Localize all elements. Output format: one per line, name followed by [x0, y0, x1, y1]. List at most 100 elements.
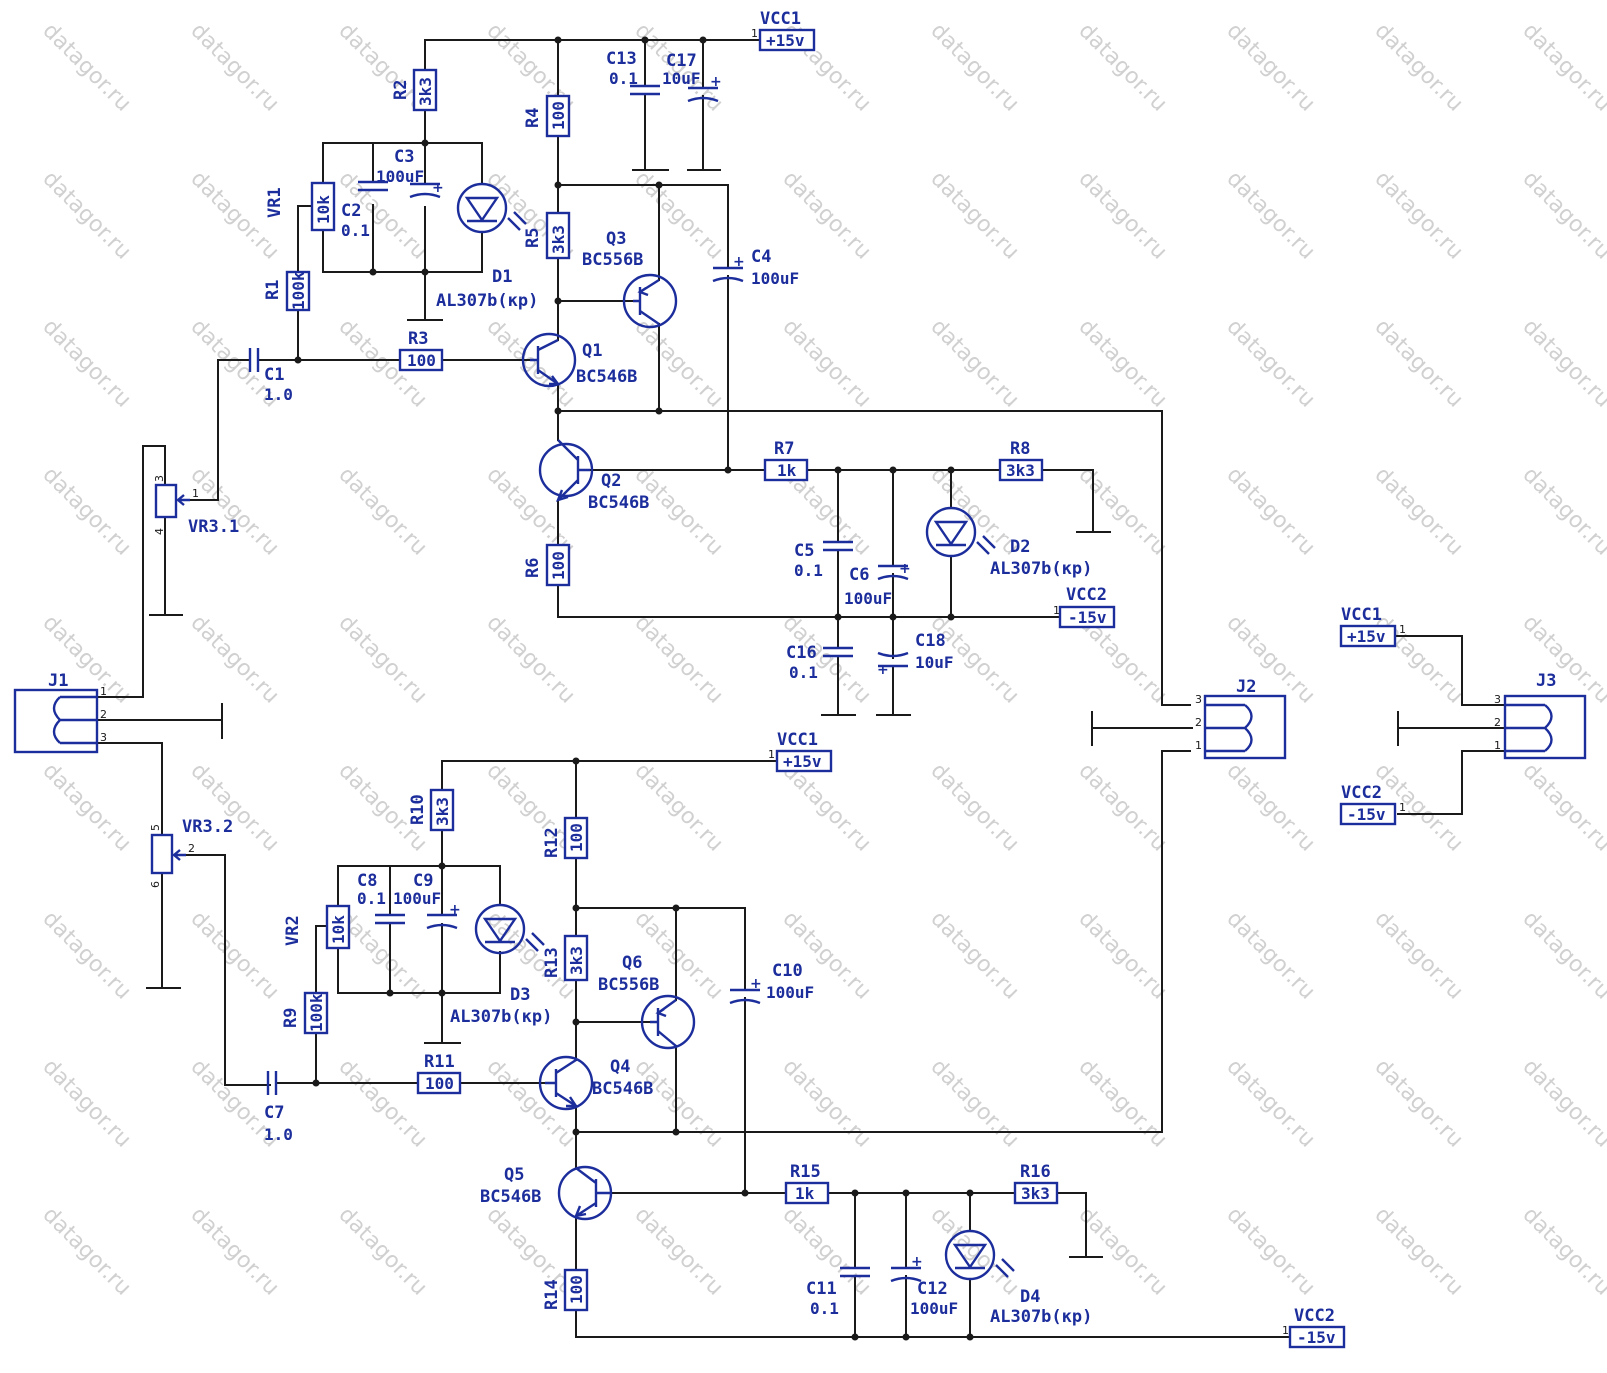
value-vcc2-bottom: -15v [1297, 1328, 1336, 1347]
value-r8: 3k3 [1006, 461, 1035, 480]
led-d4-symbol [944, 1229, 1015, 1281]
cap-c1-symbol [248, 348, 260, 372]
junction-dot [672, 904, 680, 912]
label-c3: C3 [394, 147, 414, 167]
resistor-r4-body [545, 94, 571, 138]
label-c1: C1 [264, 365, 284, 385]
watermark-text: datagor.ru [1517, 906, 1607, 1004]
watermark-text: datagor.ru [1517, 166, 1607, 264]
watermark-text: datagor.ru [1369, 1202, 1467, 1300]
value-vcc1-lower: +15v [783, 752, 822, 771]
label-c10: C10 [772, 961, 803, 981]
pin-vr3-2-2: 2 [188, 842, 195, 855]
watermark-text: datagor.ru [1073, 314, 1171, 412]
label-r13: R13 [542, 947, 562, 978]
resistor-r11-body [416, 1071, 462, 1095]
label-j3: J3 [1536, 671, 1556, 691]
watermark-text: datagor.ru [37, 1054, 135, 1152]
label-c4: C4 [751, 247, 771, 267]
watermark-text: datagor.ru [481, 314, 579, 412]
transistor-q2-symbol [538, 439, 594, 502]
pin-vcc1-lower: 1 [768, 748, 775, 761]
value-r12: 100 [567, 823, 586, 852]
pin-vcc1-j3: 1 [1399, 623, 1406, 636]
connector-j2-body [1203, 694, 1287, 760]
junction-dot [554, 181, 562, 189]
watermark-text: datagor.ru [481, 1054, 579, 1152]
value-r13: 3k3 [567, 946, 586, 975]
label-r10: R10 [408, 794, 428, 825]
label-r16: R16 [1020, 1162, 1051, 1182]
junction-dot [851, 1333, 859, 1341]
watermark-text: datagor.ru [629, 758, 727, 856]
junction-dot [312, 1079, 320, 1087]
transistor-q3-symbol [622, 273, 678, 329]
watermark-text: datagor.ru [1221, 1202, 1319, 1300]
label-c6: C6 [849, 565, 869, 585]
part-q3: BC556B [582, 250, 643, 270]
label-c16: C16 [786, 643, 817, 663]
cap-c6-symbol [877, 564, 909, 581]
cap-c18-symbol [877, 651, 909, 668]
cap-c3-symbol [409, 182, 441, 199]
label-q6: Q6 [622, 953, 642, 973]
value-c3: 100uF [376, 167, 424, 186]
led-d3-symbol [474, 903, 545, 955]
watermark-text: datagor.ru [185, 610, 283, 708]
label-c9: C9 [413, 871, 433, 891]
watermark-text: datagor.ru [1221, 18, 1319, 116]
resistor-r1-body [285, 270, 311, 312]
watermark-text: datagor.ru [1517, 1054, 1607, 1152]
watermark-text: datagor.ru [1221, 1054, 1319, 1152]
pin-j2-3: 3 [1195, 693, 1202, 706]
watermark-text: datagor.ru [1369, 462, 1467, 560]
cap-c10-symbol [729, 988, 761, 1005]
watermark-text: datagor.ru [1073, 1202, 1171, 1300]
cap-c16-symbol [823, 646, 853, 658]
junction-dot [572, 1018, 580, 1026]
junction-dot [699, 36, 707, 44]
trimmer-vr1-body [310, 181, 336, 232]
watermark-text: datagor.ru [1073, 166, 1171, 264]
watermark-text: datagor.ru [1517, 1202, 1607, 1300]
value-vcc1-top: +15v [766, 31, 805, 50]
watermark-text: datagor.ru [1369, 1054, 1467, 1152]
label-r9: R9 [281, 1008, 301, 1028]
junction-dot [966, 1333, 974, 1341]
watermark-text: datagor.ru [37, 314, 135, 412]
watermark-text: datagor.ru [1221, 314, 1319, 412]
watermark-text: datagor.ru [1517, 314, 1607, 412]
cap-c11-symbol [840, 1266, 870, 1278]
resistor-r5-body [545, 211, 571, 260]
watermark-text: datagor.ru [925, 166, 1023, 264]
watermark-text: datagor.ru [925, 906, 1023, 1004]
label-vr1: VR1 [265, 187, 285, 218]
junction-dot [947, 613, 955, 621]
value-r2: 3k3 [416, 77, 435, 106]
pin-j3-2: 2 [1494, 716, 1501, 729]
watermark-text: datagor.ru [1221, 758, 1319, 856]
junction-dot [741, 1189, 749, 1197]
label-c18: C18 [915, 631, 946, 651]
label-q5: Q5 [504, 1165, 524, 1185]
watermark-text: datagor.ru [333, 462, 431, 560]
label-r7: R7 [774, 439, 794, 459]
junction-dot [572, 904, 580, 912]
label-r14: R14 [542, 1279, 562, 1310]
label-d2: D2 [1010, 537, 1030, 557]
label-r4: R4 [523, 108, 543, 128]
watermark-text: datagor.ru [1517, 462, 1607, 560]
label-vcc2-j3: VCC2 [1341, 783, 1382, 803]
cap-c5-symbol [823, 540, 853, 552]
watermark-text: datagor.ru [777, 1054, 875, 1152]
value-r11: 100 [425, 1074, 454, 1093]
pot-vr3-1-body [154, 483, 178, 519]
junction-dot [554, 407, 562, 415]
pot-vr3-1-wiper [176, 494, 190, 506]
pin-j1-2: 2 [100, 708, 107, 721]
trimmer-vr2-body [325, 904, 351, 950]
watermark-text: datagor.ru [1369, 906, 1467, 1004]
watermark-text: datagor.ru [1073, 906, 1171, 1004]
junction-dot [386, 989, 394, 997]
watermark-text: datagor.ru [925, 314, 1023, 412]
